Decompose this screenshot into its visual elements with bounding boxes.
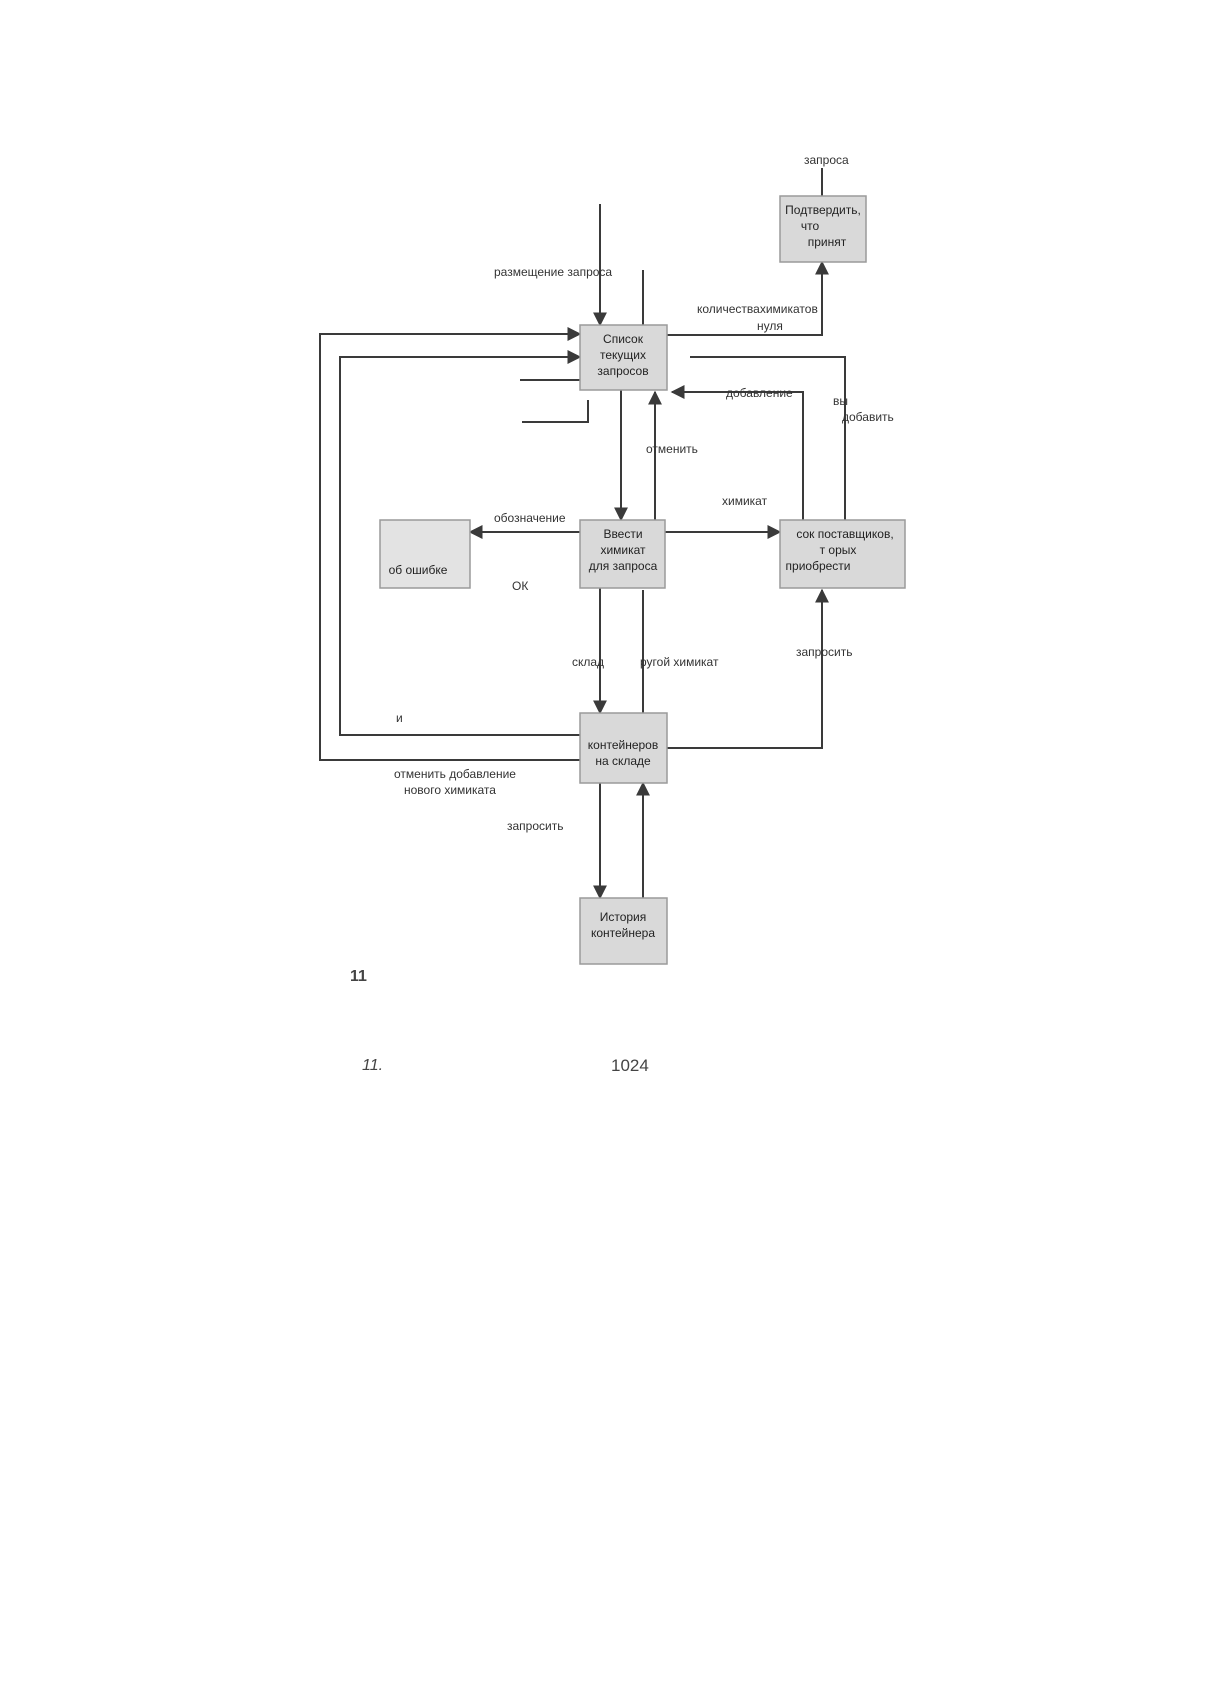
box-request-list-line3: запросов xyxy=(597,364,648,378)
box-enter-chemical-line1: Ввести xyxy=(603,527,642,541)
label-zero: нуля xyxy=(757,319,783,333)
box-error: об ошибке xyxy=(379,519,471,589)
box-suppliers: сок поставщиков, т орых приобрести xyxy=(779,519,906,589)
label-warehouse: склад xyxy=(572,655,604,669)
label-ok: ОК xyxy=(512,579,528,593)
box-containers: контейнеров на складе xyxy=(579,712,668,784)
label-placement: размещение запроса xyxy=(494,265,612,279)
box-request-list-line2: текущих xyxy=(600,348,646,362)
label-cancel: отменить xyxy=(646,442,698,456)
flow-inner-loop xyxy=(339,350,582,736)
flow-containers-to-suppliers xyxy=(667,588,829,749)
box-error-line1: об ошибке xyxy=(389,563,448,577)
box-suppliers-line1: сок поставщиков, xyxy=(796,527,893,541)
flow-outer-loop xyxy=(319,327,582,761)
label-designation: обозначение xyxy=(494,511,566,525)
label-you: вы xyxy=(833,394,848,408)
label-request-bottom: запросить xyxy=(507,819,563,833)
label-zaprosa: запроса xyxy=(804,153,849,167)
box-request-list-line1: Список xyxy=(603,332,644,346)
box-confirm: Подтвердить, что принят xyxy=(779,195,867,263)
box-enter-chemical-line3: для запроса xyxy=(589,559,658,573)
figure-number: 11 xyxy=(350,968,367,985)
box-enter-chemical: Ввести химикат для запроса xyxy=(579,519,666,589)
box-suppliers-line2: т орых xyxy=(820,543,857,557)
label-chemical: химикат xyxy=(722,494,768,508)
box-confirm-line3: принят xyxy=(808,235,847,249)
box-history-line1: История xyxy=(600,910,647,924)
box-containers-line2: на складе xyxy=(595,754,651,768)
box-confirm-line1: Подтвердить, xyxy=(785,203,861,217)
label-request-right: запросить xyxy=(796,645,852,659)
box-history-line2: контейнера xyxy=(591,926,655,940)
caption-number: 11. xyxy=(362,1057,384,1074)
page-number: 1024 xyxy=(611,1056,649,1075)
flow-list-to-confirm xyxy=(667,260,829,336)
box-suppliers-line3: приобрести xyxy=(786,559,851,573)
label-quantity: количествахимикатов xyxy=(697,302,818,316)
flow-list-to-suppliers xyxy=(690,356,846,520)
label-add: добавить xyxy=(842,410,894,424)
box-containers-line1: контейнеров xyxy=(588,738,658,752)
label-and: и xyxy=(396,711,403,725)
flow-stub-left-2 xyxy=(522,400,589,423)
box-request-list: Список текущих запросов xyxy=(579,324,668,391)
box-enter-chemical-line2: химикат xyxy=(600,543,646,557)
label-other-chemical: ругой химикат xyxy=(640,655,719,669)
flow-suppliers-to-list xyxy=(670,385,804,520)
box-history: История контейнера xyxy=(579,897,668,965)
label-cancel-add-1: отменить добавление xyxy=(394,767,516,781)
label-cancel-add-2: нового химиката xyxy=(404,783,496,797)
label-addition: добавление xyxy=(726,386,793,400)
box-confirm-line2: что xyxy=(801,219,820,233)
